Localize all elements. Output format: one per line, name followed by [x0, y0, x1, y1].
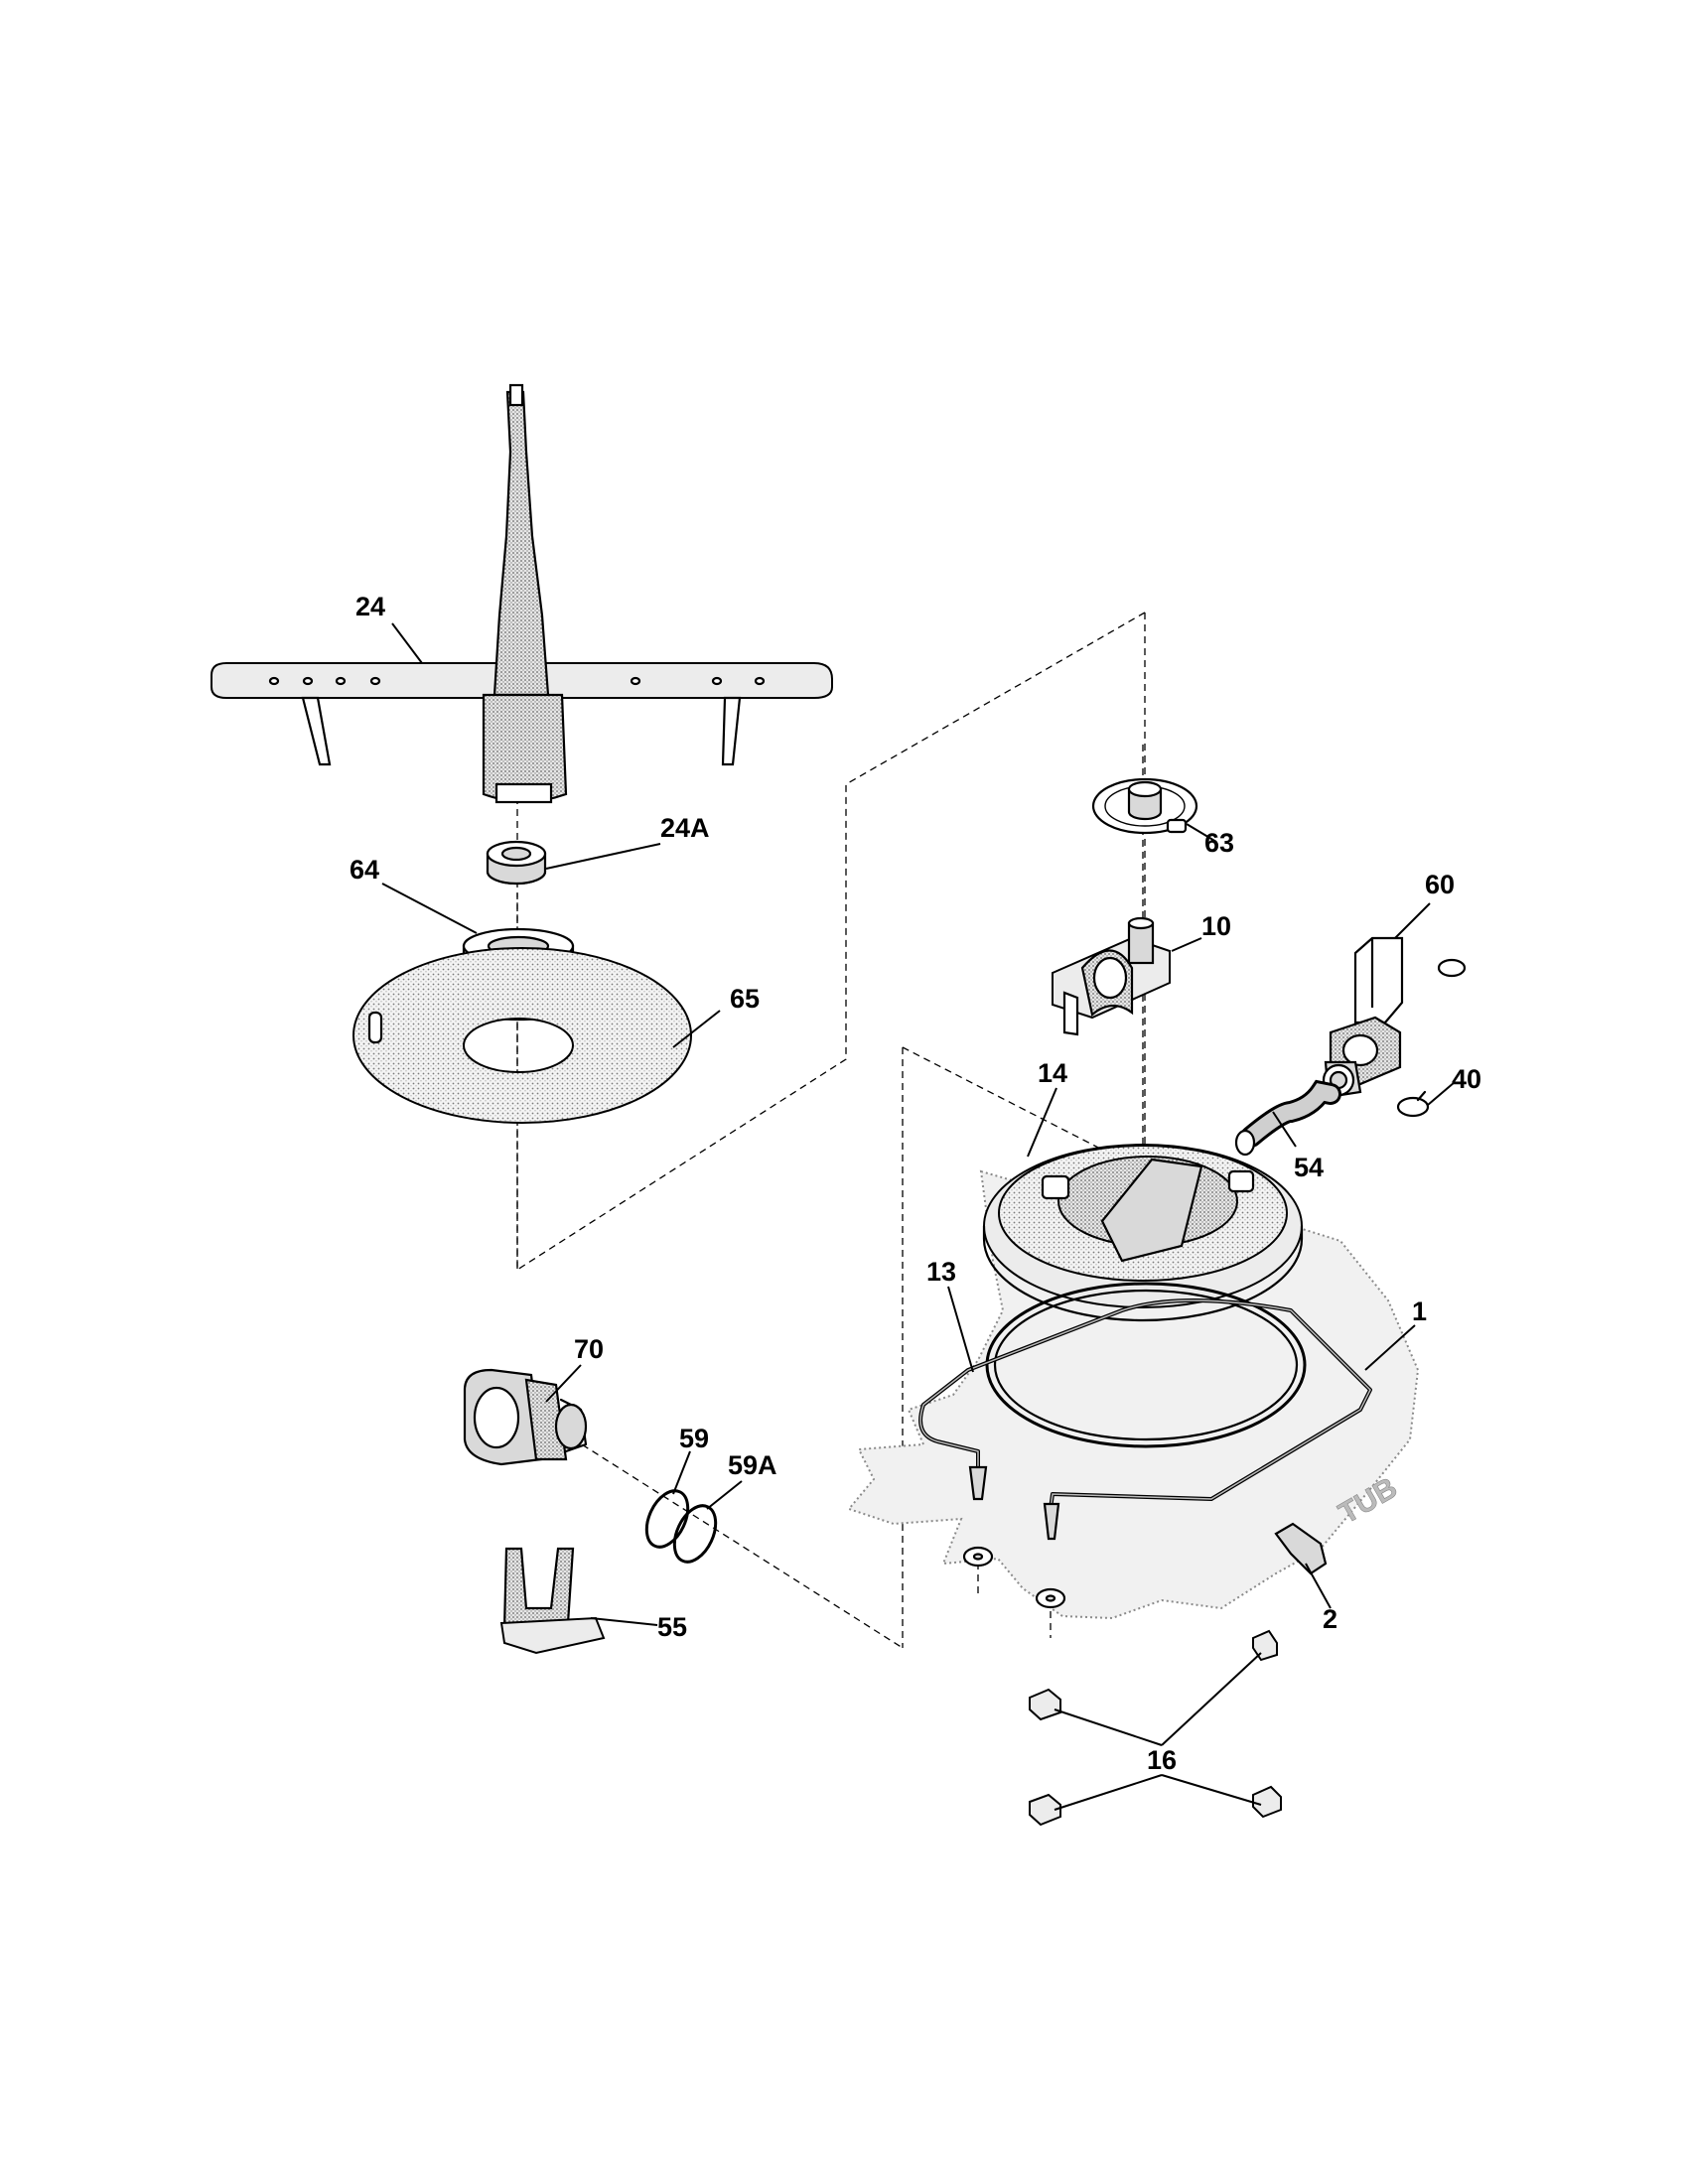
inlet-valve-part-60	[1322, 936, 1404, 1099]
bearing-ring-part-24A	[486, 840, 547, 886]
label-63: 63	[1204, 828, 1234, 858]
label-70: 70	[574, 1334, 604, 1364]
label-55: 55	[657, 1612, 687, 1642]
label-16: 16	[1147, 1745, 1177, 1775]
seal-ring-part-13	[985, 1282, 1307, 1448]
o-rings-part-59	[644, 1489, 718, 1564]
label-59A: 59A	[728, 1450, 777, 1480]
spray-arm-part-24	[211, 383, 833, 804]
part-labels: 24 24A 64 65 63 60 10 40 54 14 13 1 70 5…	[350, 592, 1481, 1775]
label-1: 1	[1412, 1297, 1427, 1326]
part-63	[1091, 777, 1198, 835]
label-64: 64	[350, 855, 379, 885]
bracket-part-55	[499, 1547, 606, 1655]
label-24A: 24A	[660, 813, 710, 843]
label-10: 10	[1201, 911, 1231, 941]
pump-motor-part-70	[463, 1368, 588, 1466]
heater-element-part-1	[918, 1298, 1372, 1511]
label-2: 2	[1323, 1604, 1337, 1634]
hose-part-54	[1234, 1079, 1341, 1157]
screws-and-washers	[962, 1465, 1066, 1609]
label-60: 60	[1425, 870, 1455, 899]
label-59: 59	[679, 1424, 709, 1453]
label-24: 24	[355, 592, 385, 621]
label-14: 14	[1038, 1058, 1067, 1088]
bracket-part-2	[1274, 1522, 1328, 1575]
feet-part-16	[1029, 1629, 1282, 1827]
leader-lines	[381, 622, 1456, 1811]
clamps-part-40	[1396, 958, 1467, 1118]
label-40: 40	[1452, 1064, 1481, 1094]
filter-screen-part-65	[352, 947, 693, 1124]
part-10	[1052, 916, 1171, 1036]
label-65: 65	[730, 984, 760, 1014]
label-13: 13	[926, 1257, 956, 1287]
sump-part-14	[982, 1144, 1304, 1322]
label-54: 54	[1294, 1153, 1324, 1182]
